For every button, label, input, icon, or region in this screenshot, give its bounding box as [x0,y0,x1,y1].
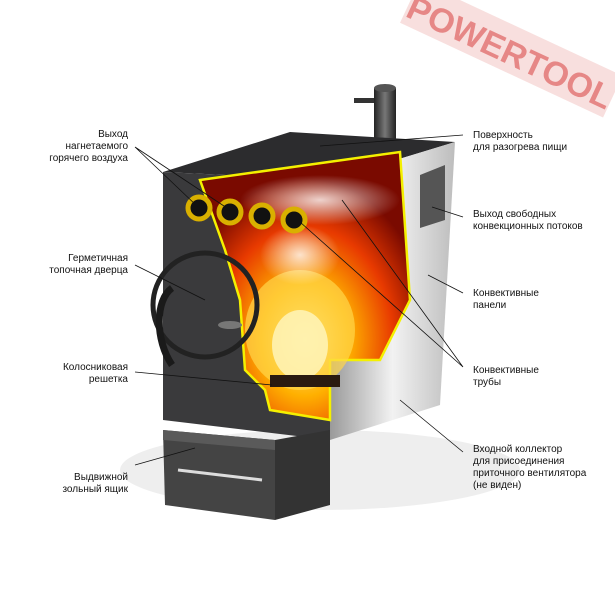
svg-text:Герметичная: Герметичная [68,253,128,264]
leader-lines [134,134,464,466]
svg-text:Входной коллектор: Входной коллектор [473,444,563,455]
label-ash-drawer: Выдвижной зольный ящик [62,472,128,495]
ash-drawer [163,430,330,520]
door-badge [218,321,242,329]
door-handle-icon [155,285,175,367]
label-convection-outlet: Выход свободных конвекционных потоков [473,208,583,232]
svg-text:топочная дверца: топочная дверца [49,265,128,276]
svg-text:панели: панели [473,300,506,311]
cooking-surface [163,132,455,180]
smoke [240,175,400,225]
svg-text:для разогрева пищи: для разогрева пищи [473,142,567,153]
smoke [260,225,340,285]
grate [270,375,340,387]
svg-text:нагнетаемого: нагнетаемого [66,141,129,152]
svg-text:для присоединения: для присоединения [473,456,564,467]
svg-text:Выдвижной: Выдвижной [74,472,128,483]
label-hot-air-outlet: Выход нагнетаемого горячего воздуха [49,129,128,164]
svg-text:(не виден): (не виден) [473,480,521,491]
firebox-door [150,250,260,360]
label-door: Герметичная топочная дверца [49,253,128,276]
flame-core [272,310,328,380]
svg-text:приточного вентилятора: приточного вентилятора [473,468,587,479]
svg-text:Конвективные: Конвективные [473,288,539,299]
convection-vents [420,165,445,228]
label-convection-tubes: Конвективные трубы [473,365,539,388]
svg-text:зольный ящик: зольный ящик [62,484,128,495]
svg-text:Колосниковая: Колосниковая [63,362,128,373]
label-inlet-collector: Входной коллектор для присоединения прит… [473,444,587,491]
label-cooking-surface: Поверхность для разогрева пищи [473,130,567,153]
svg-text:Выход свободных: Выход свободных [473,208,556,220]
svg-text:Поверхность: Поверхность [473,130,533,141]
svg-text:конвекционных потоков: конвекционных потоков [473,221,583,232]
svg-text:Конвективные: Конвективные [473,365,539,376]
svg-text:горячего воздуха: горячего воздуха [49,153,128,164]
svg-text:Выход: Выход [98,129,128,140]
svg-text:решетка: решетка [89,374,129,385]
label-convection-panels: Конвективные панели [473,288,539,311]
label-grate: Колосниковая решетка [63,362,128,385]
watermark: POWERTOOL [400,0,615,118]
svg-text:трубы: трубы [473,376,501,388]
chimney [354,84,396,148]
